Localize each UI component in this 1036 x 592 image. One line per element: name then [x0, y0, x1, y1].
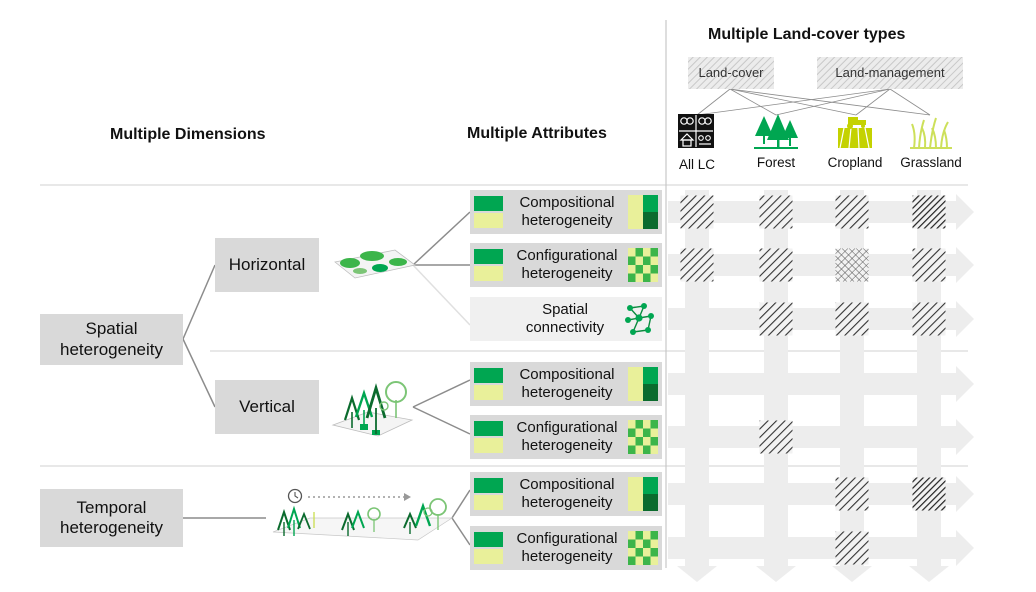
landcover-label-forest: Forest: [756, 155, 796, 170]
matrix-cell-hatch: [912, 302, 946, 336]
attribute-label-line1: Configurational: [516, 530, 618, 547]
row-arrow: [668, 194, 974, 230]
landcover-label-grassland: Grassland: [900, 155, 962, 170]
swatch-light-yellow: [474, 213, 503, 228]
swatch-light-yellow: [474, 266, 503, 281]
matrix-cell-hatch: [680, 195, 714, 229]
matrix-cell-hatch: [759, 302, 793, 336]
configuration-pattern-icon: [628, 531, 658, 565]
attribute-label-line1: Compositional: [519, 194, 615, 211]
matrix-cell-hatch-dense: [912, 477, 946, 511]
land-cover-tag: Land-cover: [698, 65, 764, 80]
row-arrow: [668, 247, 974, 283]
matrix-cells: [680, 195, 946, 565]
attribute-label-line2: heterogeneity: [521, 494, 613, 511]
matrix-cell-hatch: [759, 195, 793, 229]
swatch-dark-green: [474, 249, 503, 264]
matrix-cell-hatch: [759, 420, 793, 454]
composition-pattern-icon: [628, 477, 658, 511]
network-connectivity-icon: [625, 303, 654, 335]
composition-pattern-icon: [628, 367, 658, 401]
swatch-dark-green: [474, 478, 503, 493]
attribute-label-line2: heterogeneity: [521, 265, 613, 282]
swatch-dark-green: [474, 421, 503, 436]
row-arrow: [668, 476, 974, 512]
row-arrows: [668, 194, 974, 566]
landcover-label-all-lc: All LC: [678, 157, 715, 172]
attribute-label-line1: Compositional: [519, 476, 615, 493]
row-arrow: [668, 301, 974, 337]
swatch-dark-green: [474, 532, 503, 547]
heading-attributes: Multiple Attributes: [467, 125, 607, 142]
land-management-tag: Land-management: [835, 65, 945, 80]
matrix-cell-hatch: [912, 248, 946, 282]
attribute-label-line2: heterogeneity: [521, 212, 613, 229]
column-arrow: [756, 190, 796, 582]
matrix-cell-hatch: [835, 302, 869, 336]
landcover-label-cropland: Cropland: [827, 155, 883, 170]
all-lc-icon: [678, 114, 714, 148]
vertical-trees-icon: [331, 381, 414, 437]
configuration-pattern-icon: [628, 420, 658, 454]
horizontal-box: Horizontal: [215, 238, 319, 292]
horizontal-patches-icon: [334, 249, 416, 279]
attribute-label-line1: Spatial: [542, 301, 588, 318]
land-management-tag-box: [817, 57, 963, 89]
temporal-stands-icon: [272, 488, 454, 541]
attribute-label-line2: connectivity: [525, 319, 605, 336]
vertical-box: Vertical: [215, 380, 319, 434]
forest-icon: [754, 114, 798, 149]
land-cover-tag-box: [688, 57, 774, 89]
swatch-dark-green: [474, 196, 503, 211]
heading-dimensions: Multiple Dimensions: [110, 126, 266, 143]
row-arrow: [668, 366, 974, 402]
swatch-dark-green: [474, 368, 503, 383]
matrix-cell-hatch: [680, 248, 714, 282]
attribute-label-line2: heterogeneity: [521, 437, 613, 454]
tree-connectors: [182, 211, 471, 546]
row-arrow: [668, 419, 974, 455]
tag-links: [696, 88, 931, 116]
attribute-label-line1: Configurational: [516, 247, 618, 264]
cropland-icon: [838, 117, 872, 149]
matrix-cell-hatch: [835, 531, 869, 565]
heading-landcover: Multiple Land-cover types: [708, 26, 906, 43]
swatch-light-yellow: [474, 385, 503, 400]
attribute-label-line1: Compositional: [519, 366, 615, 383]
column-arrow: [677, 190, 717, 582]
composition-pattern-icon: [628, 195, 658, 229]
swatch-light-yellow: [474, 438, 503, 453]
attribute-label-line1: Configurational: [516, 419, 618, 436]
swatch-light-yellow: [474, 495, 503, 510]
attribute-label-line2: heterogeneity: [521, 548, 613, 565]
attribute-label-line2: heterogeneity: [521, 384, 613, 401]
matrix-cell-crosshatch: [835, 248, 869, 282]
configuration-pattern-icon: [628, 248, 658, 282]
matrix-cell-hatch-dense: [912, 195, 946, 229]
grassland-icon: [910, 117, 952, 149]
matrix-cell-hatch: [835, 477, 869, 511]
matrix-cell-hatch: [759, 248, 793, 282]
swatch-light-yellow: [474, 549, 503, 564]
matrix-cell-hatch: [835, 195, 869, 229]
row-arrow: [668, 530, 974, 566]
